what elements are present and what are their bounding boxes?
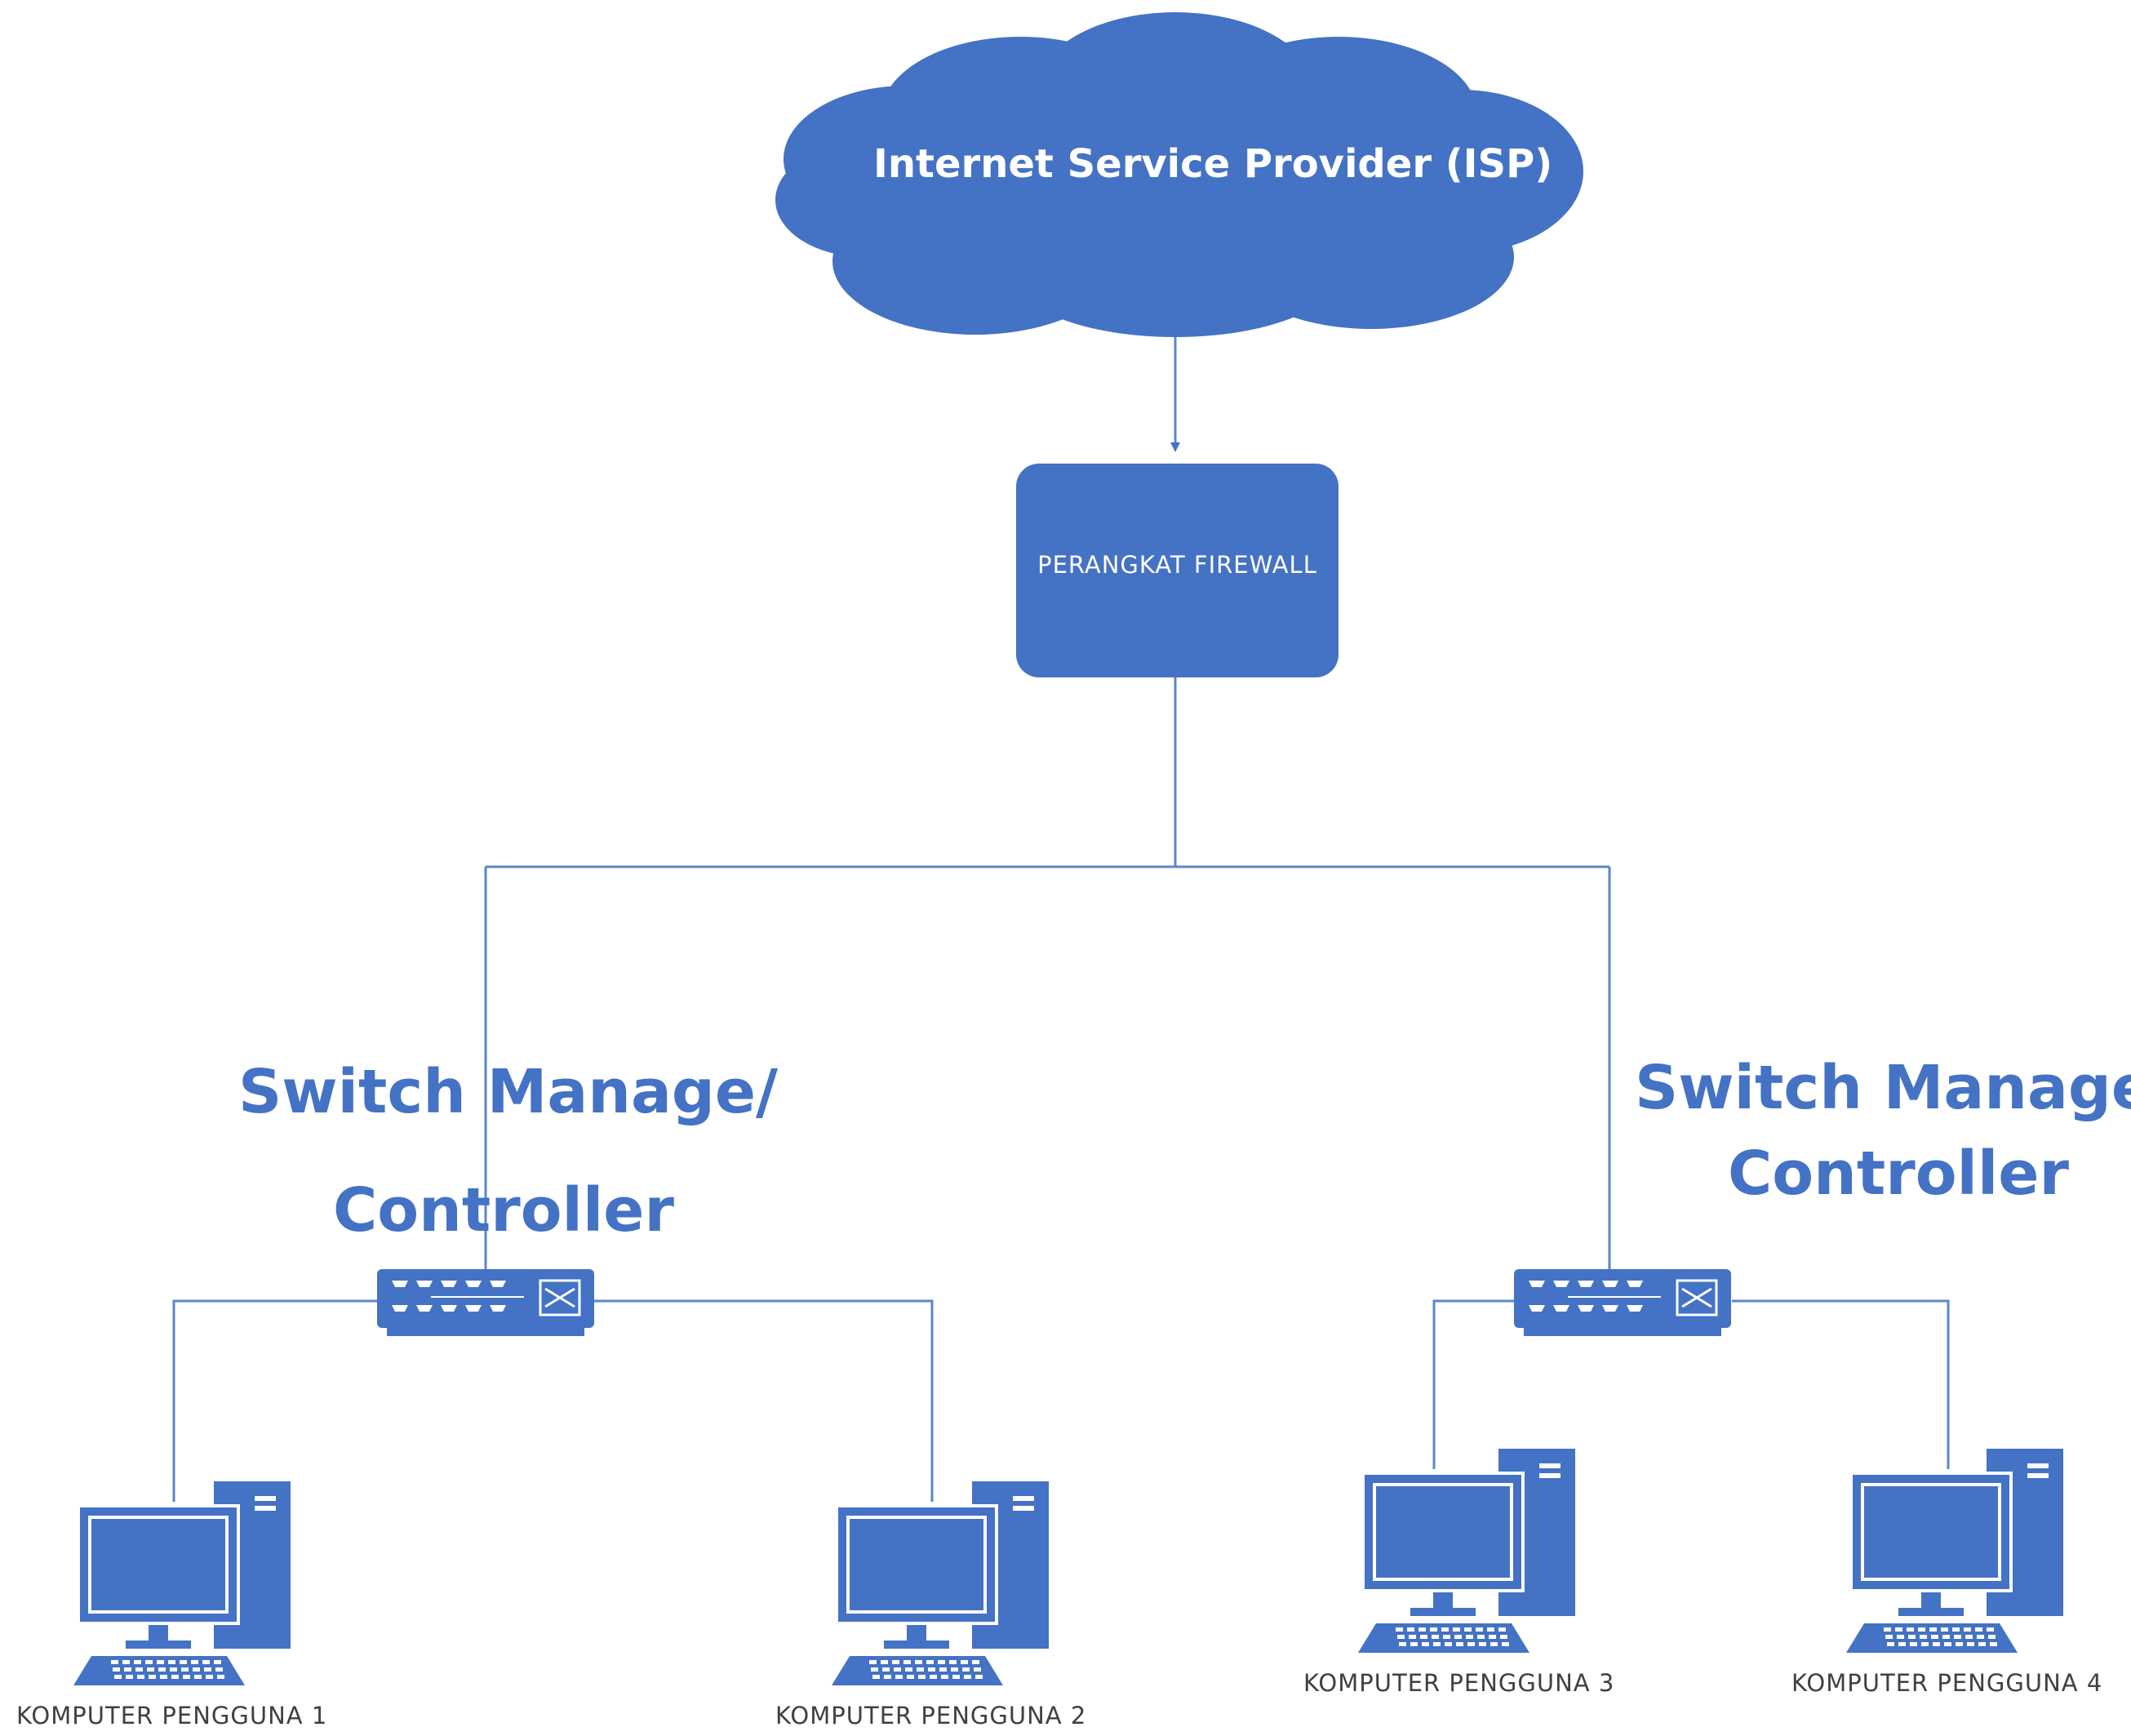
- firewall-label: PERANGKAT FIREWALL: [1037, 551, 1317, 579]
- isp-cloud-label: Internet Service Provider (ISP): [873, 141, 1553, 187]
- computer-4-label: KOMPUTER PENGGUNA 4: [1791, 1669, 2103, 1697]
- computer-3-label: KOMPUTER PENGGUNA 3: [1303, 1669, 1615, 1697]
- switch-1-label-line1: Switch Manage/: [238, 1057, 779, 1127]
- network-switch-icon: [377, 1269, 594, 1336]
- switch2-to-pc4-connector: [1732, 1299, 1950, 1469]
- switch1-to-pc1-connector: [172, 1299, 377, 1502]
- firewall-device: [1016, 464, 1339, 677]
- desktop-computer-icon: [1358, 1449, 1575, 1653]
- switch1-to-pc2-connector: [594, 1299, 934, 1502]
- computer-1-label: KOMPUTER PENGGUNA 1: [16, 1702, 328, 1729]
- desktop-computer-icon: [73, 1481, 291, 1685]
- desktop-computer-icon: [1846, 1449, 2063, 1653]
- cloud-icon: [775, 12, 1583, 337]
- computer-2-label: KOMPUTER PENGGUNA 2: [775, 1702, 1087, 1729]
- desktop-computer-icon: [832, 1481, 1049, 1685]
- network-switch-icon: [1514, 1269, 1731, 1336]
- switch-1-label-line2: Controller: [333, 1175, 674, 1245]
- switch2-to-pc3-connector: [1432, 1299, 1514, 1469]
- switch-2-label-line1: Switch Manage/: [1635, 1053, 2131, 1123]
- switch-2-label-line2: Controller: [1728, 1139, 2069, 1209]
